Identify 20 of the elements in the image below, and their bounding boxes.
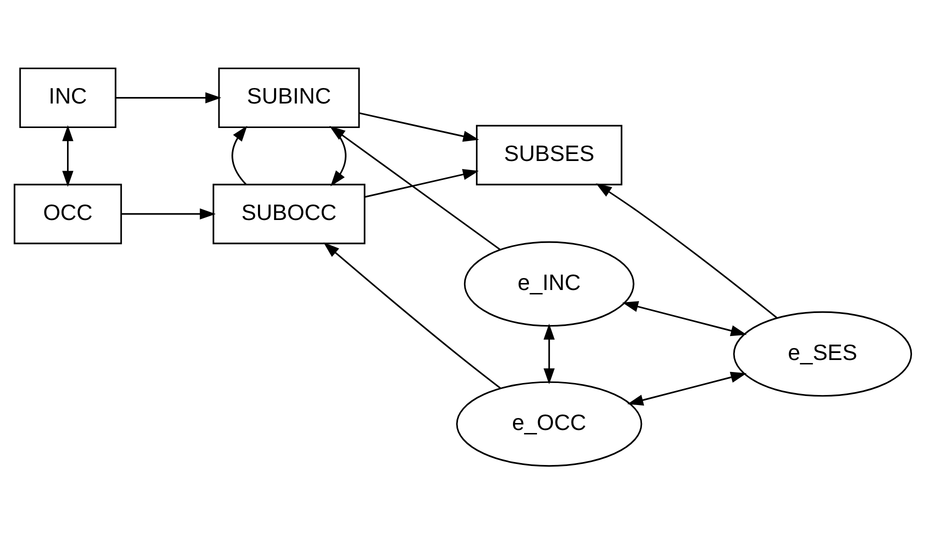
node-ellipse: e_INC bbox=[464, 240, 634, 326]
node-ellipse: e_OCC bbox=[456, 380, 642, 466]
arrow bbox=[122, 208, 216, 220]
arrow bbox=[116, 92, 222, 103]
arrow bbox=[596, 182, 778, 318]
arrow bbox=[232, 125, 248, 184]
arrow bbox=[622, 300, 747, 336]
arrow bbox=[364, 168, 479, 198]
arrow bbox=[329, 125, 501, 250]
node-box: INC bbox=[19, 67, 116, 128]
arrow bbox=[359, 112, 480, 142]
arrow bbox=[323, 242, 502, 389]
node-box: SUBOCC bbox=[212, 183, 366, 244]
arrow bbox=[627, 371, 747, 406]
node-box: SUBSES bbox=[476, 124, 622, 185]
arrow bbox=[544, 323, 555, 384]
node-box: SUBINC bbox=[218, 67, 360, 128]
node-box: OCC bbox=[14, 183, 122, 244]
arrow bbox=[62, 124, 74, 186]
node-ellipse: e_SES bbox=[733, 310, 912, 396]
